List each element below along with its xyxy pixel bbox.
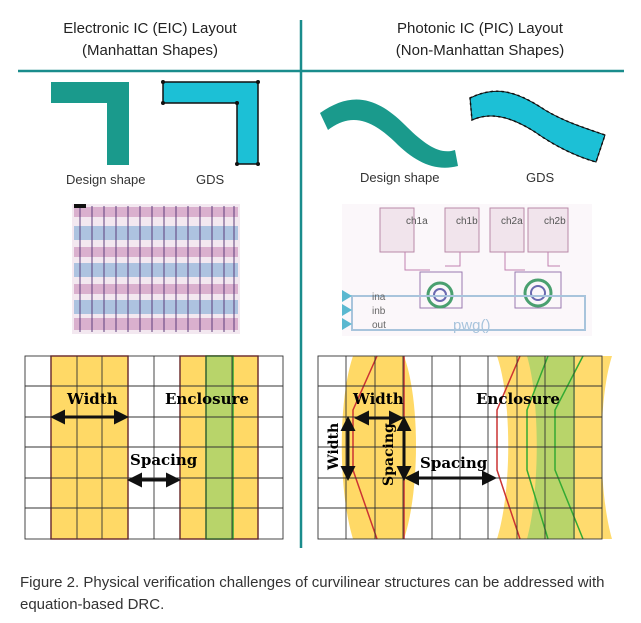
pic-header: Photonic IC (PIC) Layout (Non-Manhattan …: [330, 18, 630, 62]
pic-design-shape-label: Design shape: [360, 170, 440, 185]
eic-spacing-label: Spacing: [130, 451, 198, 469]
eic-design-shape-label: Design shape: [66, 172, 146, 187]
pic-width-side-label: Width: [326, 423, 342, 471]
pic-cell-label: ch1b: [456, 216, 478, 227]
pic-cell-label: ch1a: [406, 216, 428, 227]
pic-spacing-vertical-label: Spacing: [381, 423, 397, 486]
eic-layout-thumbnail: [72, 204, 240, 334]
pic-layout-thumbnail: ch1a ch1b ch2a ch2b ina inb out pwg(): [342, 204, 592, 336]
pic-gds-shape: [469, 90, 606, 163]
eic-width-label: Width: [66, 390, 118, 408]
eic-drc-diagram: Width Enclosure Spacing: [24, 355, 284, 540]
pic-drc-diagram: Width Enclosure Spacing Width Spacing: [317, 355, 612, 540]
figure-caption: Figure 2. Physical verification challeng…: [20, 574, 605, 613]
pic-gds-label: GDS: [526, 170, 555, 185]
pic-cell-label: ch2a: [501, 216, 523, 227]
eic-header-subtitle: (Manhattan Shapes): [82, 42, 218, 59]
pic-header-subtitle: (Non-Manhattan Shapes): [395, 42, 565, 59]
pic-design-shape: [320, 99, 458, 168]
eic-enclosure-label: Enclosure: [165, 390, 249, 408]
pic-port-label: ina: [372, 292, 386, 303]
pic-port-label: inb: [372, 306, 386, 317]
pic-cell-label: ch2b: [544, 216, 566, 227]
pic-port-label: out: [372, 320, 386, 331]
eic-header: Electronic IC (EIC) Layout (Manhattan Sh…: [0, 18, 300, 62]
eic-header-title: Electronic IC (EIC) Layout: [63, 20, 237, 37]
eic-design-shape: [51, 82, 129, 165]
eic-gds-shape: [162, 81, 259, 165]
eic-gds-vertices: [161, 80, 260, 166]
pic-width-top-label: Width: [352, 390, 404, 408]
pic-header-title: Photonic IC (PIC) Layout: [397, 20, 563, 37]
eic-gds-label: GDS: [196, 172, 225, 187]
pic-enclosure-label: Enclosure: [476, 390, 560, 408]
pic-waveguide-label: pwg(): [453, 317, 491, 334]
pic-spacing-label: Spacing: [420, 454, 488, 472]
